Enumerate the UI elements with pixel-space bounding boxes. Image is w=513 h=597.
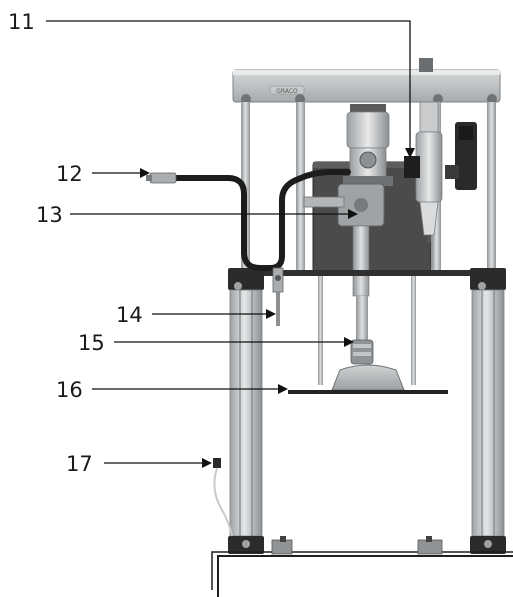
arrow-16-icon (278, 384, 288, 394)
cross-member (232, 270, 502, 276)
callout-16: 16 (56, 378, 83, 402)
regulator-knob (419, 58, 433, 72)
arrow-17-icon (202, 458, 212, 468)
base-frame (211, 536, 513, 597)
arrow-12-icon (140, 168, 150, 178)
pump-lower (350, 225, 374, 365)
arrow-14-icon (266, 309, 276, 319)
air-filter-regulator (404, 101, 477, 243)
brand-logo-text: GRACO (276, 88, 298, 95)
fluid-hose (146, 169, 351, 271)
callout-13: 13 (36, 203, 63, 227)
callout-15: 15 (78, 331, 105, 355)
callout-leaders (46, 20, 415, 468)
right-column (470, 268, 506, 554)
arrow-13-icon (348, 209, 358, 219)
follower-platen (288, 364, 448, 394)
brand-logo (269, 85, 305, 95)
callout-11: 11 (8, 10, 35, 34)
leader-11 (46, 20, 411, 153)
sensor-cable (213, 458, 233, 537)
top-crossbeam: GRACO (232, 58, 501, 104)
platen-tie-rods (318, 270, 416, 385)
air-inlet-fitting (404, 156, 420, 178)
drain-valve (272, 267, 284, 326)
arrow-11-icon (405, 148, 415, 158)
arrow-15-icon (344, 337, 354, 347)
callout-12: 12 (56, 162, 83, 186)
callout-labels: 11 12 13 14 15 16 17 (8, 10, 143, 476)
air-motor (343, 104, 393, 186)
callout-14: 14 (116, 303, 143, 327)
left-column (228, 268, 264, 554)
callout-17: 17 (66, 452, 93, 476)
